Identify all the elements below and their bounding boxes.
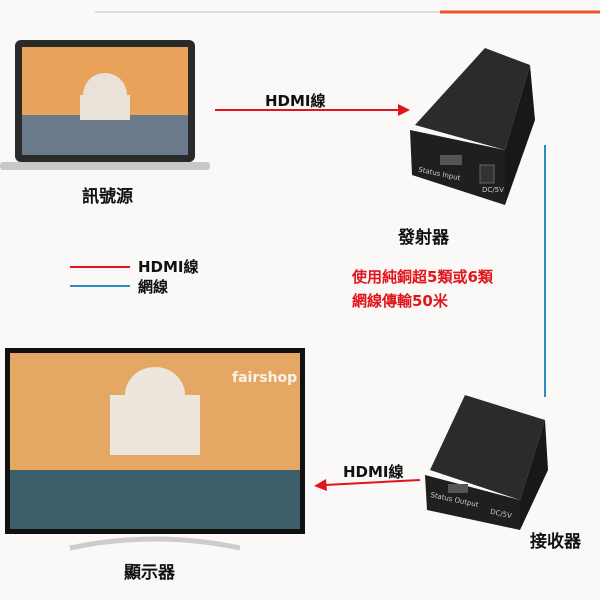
receiver-label: 接收器 <box>530 532 581 552</box>
source-label: 訊號源 <box>82 187 133 207</box>
hdmi-label-top: HDMI線 <box>265 92 326 110</box>
laptop-image <box>0 40 210 170</box>
arrow-head-icon <box>314 479 327 491</box>
receiver-image <box>425 395 548 530</box>
note-line-1: 使用純銅超5類或6類 <box>352 268 493 286</box>
display-label: 顯示器 <box>124 563 175 583</box>
watermark-logo: fairshop <box>232 370 298 386</box>
tx-power-label: DC/5V <box>482 186 504 194</box>
note-line-2: 網線傳輸50米 <box>352 292 448 310</box>
hdmi-label-bottom: HDMI線 <box>343 463 404 481</box>
arrow-head-icon <box>398 104 410 116</box>
transmitter-label: 發射器 <box>398 228 449 248</box>
legend-network-label: 網線 <box>138 278 169 296</box>
transmitter-image <box>410 48 535 205</box>
legend-hdmi-label: HDMI線 <box>138 258 199 276</box>
monitor-image <box>5 348 305 551</box>
hdmi-cable-bottom <box>324 479 421 486</box>
